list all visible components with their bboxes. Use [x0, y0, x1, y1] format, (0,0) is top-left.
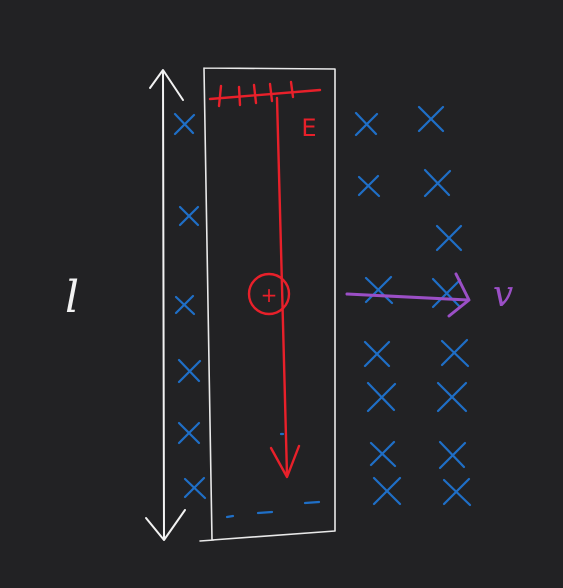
- field-cross-icon: [436, 381, 468, 413]
- positive-charge-row: [208, 80, 322, 108]
- field-cross-icon: [366, 381, 397, 413]
- field-cross-icon: [431, 277, 462, 309]
- field-cross-icon: [177, 421, 201, 445]
- field-cross-icon: [178, 205, 200, 227]
- field-cross-icon: [417, 105, 445, 133]
- length-arrow: [145, 69, 186, 541]
- field-cross-icon: [363, 340, 391, 368]
- field-cross-icon: [372, 476, 402, 506]
- charge-sign: +: [261, 283, 278, 307]
- field-label: E: [301, 114, 316, 142]
- length-label: l: [65, 272, 79, 323]
- field-cross-icon: [174, 294, 196, 316]
- field-cross-icon: [369, 440, 397, 468]
- field-cross-icon: [183, 476, 207, 500]
- conductor-rod-outline: [199, 67, 336, 542]
- field-cross-icon: [440, 338, 470, 368]
- electric-field-arrow: [269, 96, 301, 479]
- field-cross-icon: [423, 168, 452, 198]
- velocity-label: v: [493, 274, 513, 315]
- velocity-arrow: [345, 272, 471, 318]
- field-cross-icon: [357, 174, 381, 198]
- field-cross-icon: [438, 440, 467, 470]
- field-cross-icon: [177, 358, 202, 384]
- rod-interior-marks: [225, 432, 321, 519]
- field-cross-icon: [442, 477, 472, 507]
- charge-circle: +: [247, 272, 291, 316]
- field-cross-icon: [173, 112, 196, 136]
- field-marks: [173, 105, 472, 507]
- field-cross-icon: [354, 111, 379, 137]
- field-cross-icon: [435, 224, 463, 252]
- field-cross-icon: [364, 275, 394, 305]
